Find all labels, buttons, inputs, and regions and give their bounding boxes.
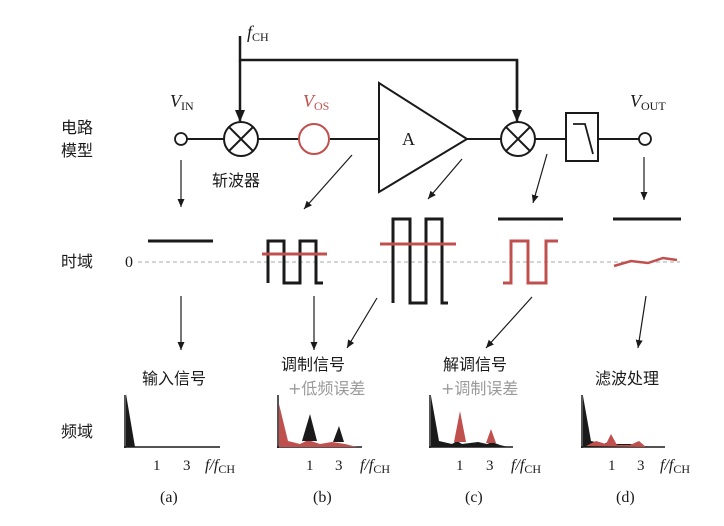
filtered-ripple-trace bbox=[613, 256, 678, 268]
fch-label: fCH bbox=[247, 22, 269, 44]
freq-axis-label-d: f/fCH bbox=[660, 457, 690, 476]
time-domain-label: 时域 bbox=[61, 252, 93, 271]
signal-spectrum-c bbox=[431, 396, 508, 447]
caption-d: (d) bbox=[616, 489, 635, 506]
demodulated-error-trace bbox=[503, 239, 558, 285]
freq-axis-label-b: f/fCH bbox=[360, 457, 390, 476]
vin-label: VIN bbox=[170, 91, 194, 113]
amplifier-label: A bbox=[402, 129, 415, 149]
panel-c-subtitle: +调制误差 bbox=[441, 379, 518, 398]
caption-a: (a) bbox=[160, 489, 178, 506]
modulated-square-trace bbox=[266, 239, 323, 285]
panel-a-title: 输入信号 bbox=[142, 369, 206, 388]
tick-3-c: 3 bbox=[486, 458, 494, 474]
time-domain-row: 0 bbox=[125, 217, 681, 305]
frequency-domain-label: 频域 bbox=[61, 422, 93, 441]
tick-3-a: 3 bbox=[183, 458, 191, 474]
dc-peak-a bbox=[126, 394, 135, 447]
tick-1-b: 1 bbox=[306, 458, 314, 474]
tick-1-a: 1 bbox=[153, 458, 161, 474]
vin-terminal bbox=[174, 132, 188, 146]
lowpass-filter-icon bbox=[565, 112, 599, 162]
circuit-to-time-arrows bbox=[177, 153, 648, 210]
panel-d-title: 滤波处理 bbox=[595, 369, 659, 388]
caption-c: (c) bbox=[465, 489, 483, 506]
spectrum-panel-b: 1 3 f/fCH (b) bbox=[277, 395, 390, 506]
time-to-freq-arrows bbox=[177, 295, 647, 350]
vos-source-icon bbox=[298, 123, 330, 155]
panel-b-subtitle: +低频误差 bbox=[288, 379, 365, 398]
amplifier-icon bbox=[378, 81, 469, 194]
tick-3-d: 3 bbox=[637, 458, 645, 474]
panel-c-title: 解调信号 bbox=[443, 355, 507, 374]
fch-error-peak-c bbox=[454, 411, 466, 442]
spectrum-panel-c: 1 3 f/fCH (c) bbox=[429, 395, 541, 506]
tick-1-c: 1 bbox=[456, 458, 464, 474]
circuit-model: fCH VIN 斩波器 VOS A bbox=[170, 22, 666, 194]
tick-1-d: 1 bbox=[608, 458, 616, 474]
caption-b: (b) bbox=[313, 489, 332, 506]
demodulator-mixer-icon bbox=[500, 121, 536, 157]
zero-label: 0 bbox=[125, 254, 133, 271]
freq-axis-label-a: f/fCH bbox=[205, 457, 235, 476]
vos-label: VOS bbox=[303, 91, 329, 113]
circuit-model-label-line1: 电路 bbox=[61, 118, 93, 137]
vout-terminal bbox=[638, 132, 652, 146]
3fch-peak-b bbox=[333, 426, 344, 442]
freq-axis-label-c: f/fCH bbox=[511, 457, 541, 476]
vout-label: VOUT bbox=[630, 91, 666, 113]
tick-3-b: 3 bbox=[335, 458, 343, 474]
chopper-label: 斩波器 bbox=[212, 171, 260, 190]
signal-spectrum-d bbox=[583, 396, 650, 447]
spectrum-panel-d: 1 3 f/fCH (d) bbox=[581, 395, 690, 506]
modulator-mixer-icon bbox=[223, 121, 259, 157]
fch-peak-b bbox=[302, 414, 317, 441]
error-spectrum-b bbox=[279, 404, 357, 447]
3fch-error-peak-c bbox=[486, 429, 496, 443]
panel-b-title: 调制信号 bbox=[281, 355, 345, 374]
circuit-model-label-line2: 模型 bbox=[61, 141, 93, 160]
amplified-square-trace bbox=[391, 217, 448, 305]
residual-error-d bbox=[586, 434, 646, 447]
spectrum-panel-a: 1 3 f/fCH (a) bbox=[124, 394, 235, 506]
